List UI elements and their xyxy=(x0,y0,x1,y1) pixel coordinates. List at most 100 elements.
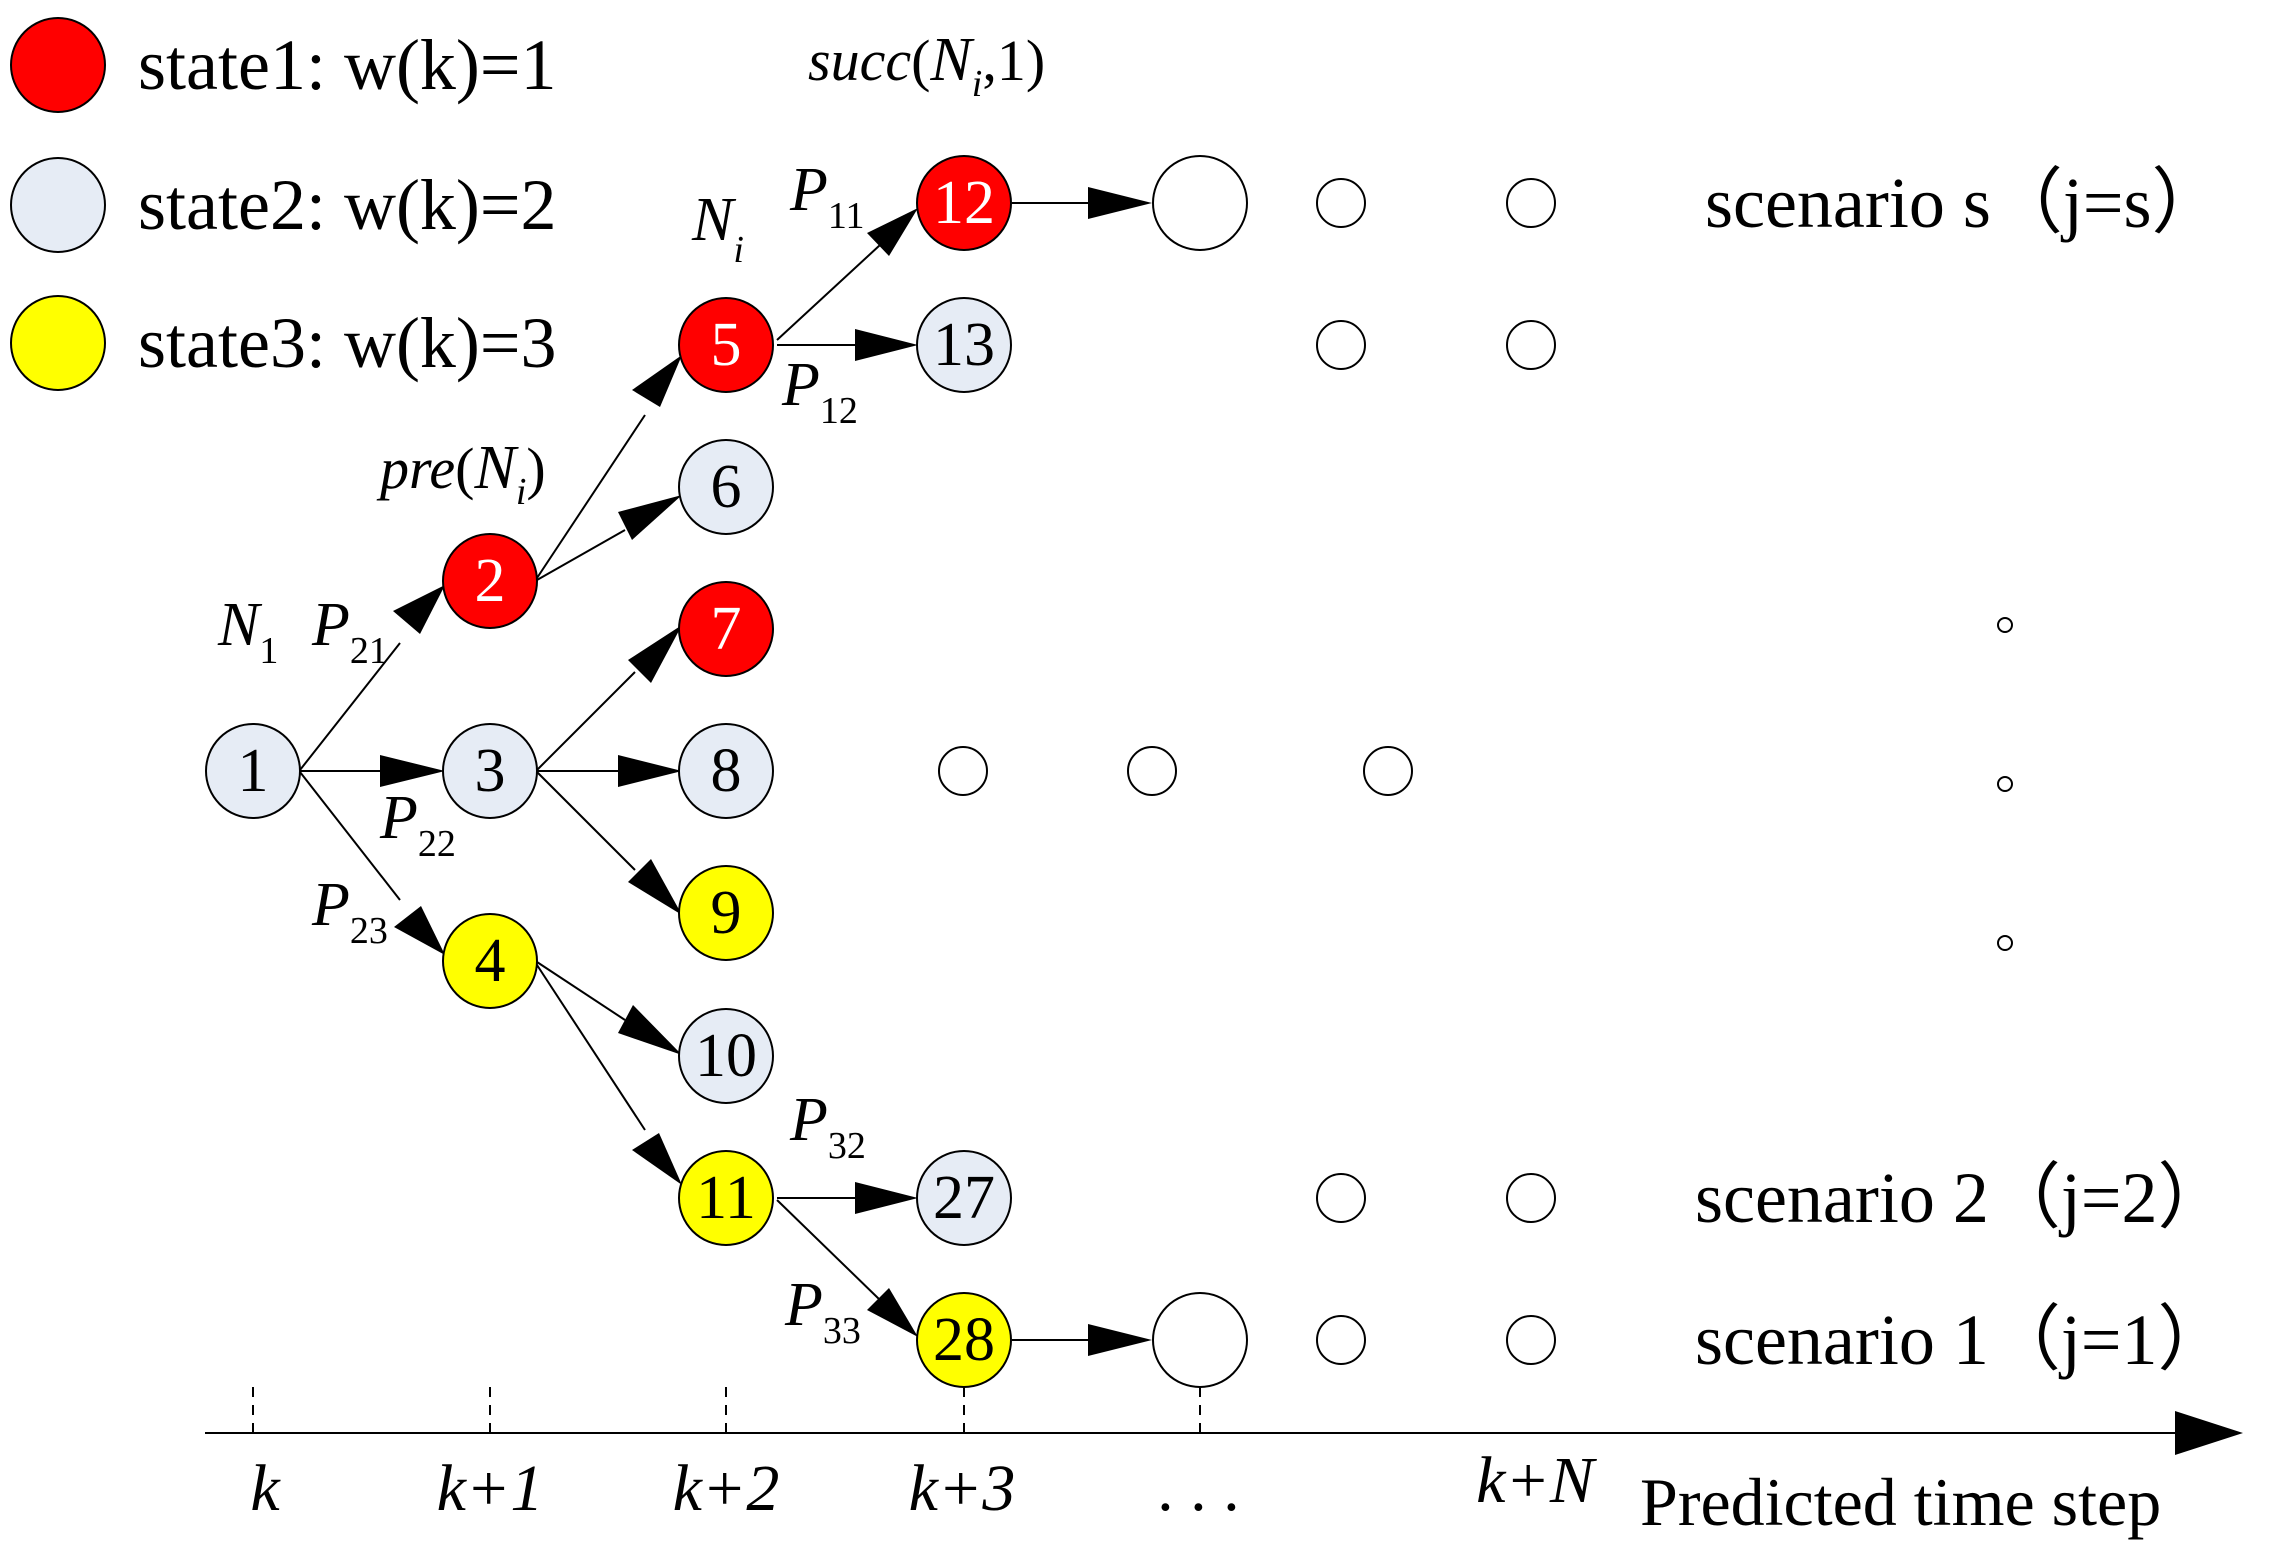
tree-nodes: 1 2 3 4 5 6 7 8 xyxy=(205,155,1012,1388)
node-annotations: N1 Ni pre(Ni) succ(Ni,1) xyxy=(217,26,1045,672)
arrowhead-1-4 xyxy=(394,906,445,955)
arrowhead-2-5 xyxy=(632,355,682,407)
arrowhead-11-28 xyxy=(867,1288,918,1337)
arrowhead-4-10 xyxy=(618,1005,682,1055)
edge-11-28 xyxy=(776,1199,881,1301)
legend-item-state3: state3: w(k)=3 xyxy=(10,295,557,391)
svg-text:10: 10 xyxy=(695,1022,757,1090)
legend-swatch-state2 xyxy=(10,157,106,253)
arrowhead-4-11 xyxy=(632,1133,682,1185)
svg-text:5: 5 xyxy=(711,311,742,379)
svg-text:1: 1 xyxy=(238,737,269,805)
edge-5-12 xyxy=(776,244,881,341)
edge-3-7 xyxy=(536,671,636,771)
edge-4-11 xyxy=(536,964,646,1131)
future-node-large xyxy=(1152,1292,1248,1388)
svg-text:7: 7 xyxy=(711,595,742,663)
ellipsis-dot xyxy=(1997,935,2013,951)
edge-2-6 xyxy=(536,529,626,581)
node-6: 6 xyxy=(678,439,774,535)
edge-labels: P21 P22 P23 P11 P12 P32 P33 xyxy=(311,156,866,1352)
arrowhead-1-2 xyxy=(393,585,445,634)
scenario-labels: scenario s（j=s） scenario 2（j=2） scenario… xyxy=(1695,163,2229,1380)
ellipsis-dot xyxy=(1997,776,2013,792)
svg-text:27: 27 xyxy=(933,1164,995,1232)
edge-2-5 xyxy=(536,414,646,579)
future-node-small xyxy=(1316,320,1366,370)
node-4: 4 xyxy=(442,913,538,1009)
future-node-large xyxy=(1152,155,1248,251)
node-27: 27 xyxy=(916,1150,1012,1246)
svg-text:4: 4 xyxy=(475,927,506,995)
edge-4-10 xyxy=(536,961,626,1021)
edge-3-9 xyxy=(536,771,636,871)
axis-tick-label: k+3 xyxy=(909,1452,1016,1525)
scenario-label-2: scenario 2（j=2） xyxy=(1695,1158,2229,1238)
legend-item-state1: state1: w(k)=1 xyxy=(10,17,557,113)
axis-title: Predicted time step xyxy=(1640,1464,2161,1540)
arrowhead-2-6 xyxy=(618,495,682,540)
edge-label-p22: P22 xyxy=(379,784,456,865)
future-node-small xyxy=(1316,1173,1366,1223)
edge-label-p32: P32 xyxy=(789,1086,866,1167)
future-node-small xyxy=(1363,746,1413,796)
node-11: 11 xyxy=(678,1150,774,1246)
legend-label-state2: state2: w(k)=2 xyxy=(138,165,557,245)
legend-label-state1: state1: w(k)=1 xyxy=(138,25,557,105)
scenario-label-s: scenario s（j=s） xyxy=(1705,163,2224,243)
svg-text:9: 9 xyxy=(711,879,742,947)
node-12: 12 xyxy=(916,155,1012,251)
arrowhead-28-future xyxy=(1088,1324,1152,1356)
arrowhead-12-future xyxy=(1088,187,1152,219)
arrowhead-3-8 xyxy=(618,755,682,787)
ellipsis-dot xyxy=(1997,617,2013,633)
node-3: 3 xyxy=(442,723,538,819)
node-8: 8 xyxy=(678,723,774,819)
node-10: 10 xyxy=(678,1008,774,1104)
node-1: 1 xyxy=(205,723,301,819)
edge-label-p11: P11 xyxy=(789,156,864,237)
edge-label-p33: P33 xyxy=(784,1271,861,1352)
future-node-small xyxy=(1506,1173,1556,1223)
node-7: 7 xyxy=(678,581,774,677)
node-5: 5 xyxy=(678,297,774,393)
future-node-small xyxy=(1506,178,1556,228)
node-9: 9 xyxy=(678,865,774,961)
svg-text:13: 13 xyxy=(933,311,995,379)
future-node-small xyxy=(1506,1315,1556,1365)
svg-text:3: 3 xyxy=(475,737,506,805)
future-node-small xyxy=(1316,1315,1366,1365)
svg-text:12: 12 xyxy=(933,169,995,237)
tree-edges xyxy=(299,187,1152,1356)
annotation-pre-ni: pre(Ni) xyxy=(376,434,546,513)
future-node-small xyxy=(1127,746,1177,796)
axis-tick-label: k xyxy=(250,1452,281,1525)
arrowhead-11-27 xyxy=(855,1182,918,1214)
arrowhead-1-3 xyxy=(380,755,445,787)
edge-label-p12: P12 xyxy=(781,351,858,432)
axis-tick-label: k+N xyxy=(1476,1444,1598,1517)
legend-swatch-state1 xyxy=(10,17,106,113)
arrowhead-3-7 xyxy=(628,625,682,683)
edge-1-2 xyxy=(299,642,401,771)
future-node-small xyxy=(938,746,988,796)
arrowhead-5-12 xyxy=(867,208,918,256)
time-axis: k k+1 k+2 k+3 . . . k+N Predicted time s… xyxy=(205,1387,2243,1540)
arrowhead-5-13 xyxy=(855,329,918,361)
scenario-label-1: scenario 1（j=1） xyxy=(1695,1300,2229,1380)
svg-text:11: 11 xyxy=(696,1164,756,1232)
arrowhead-3-9 xyxy=(628,859,682,915)
axis-tick-label: . . . xyxy=(1159,1452,1242,1525)
edge-label-p23: P23 xyxy=(311,871,388,952)
edge-1-4 xyxy=(299,771,401,901)
legend-item-state2: state2: w(k)=2 xyxy=(10,157,557,253)
future-node-small xyxy=(1506,320,1556,370)
node-2: 2 xyxy=(442,533,538,629)
annotation-n1: N1 xyxy=(217,591,278,672)
node-13: 13 xyxy=(916,297,1012,393)
svg-text:8: 8 xyxy=(711,737,742,805)
edge-label-p21: P21 xyxy=(311,591,388,672)
axis-tick-label: k+2 xyxy=(673,1452,780,1525)
axis-arrowhead xyxy=(2175,1411,2243,1455)
